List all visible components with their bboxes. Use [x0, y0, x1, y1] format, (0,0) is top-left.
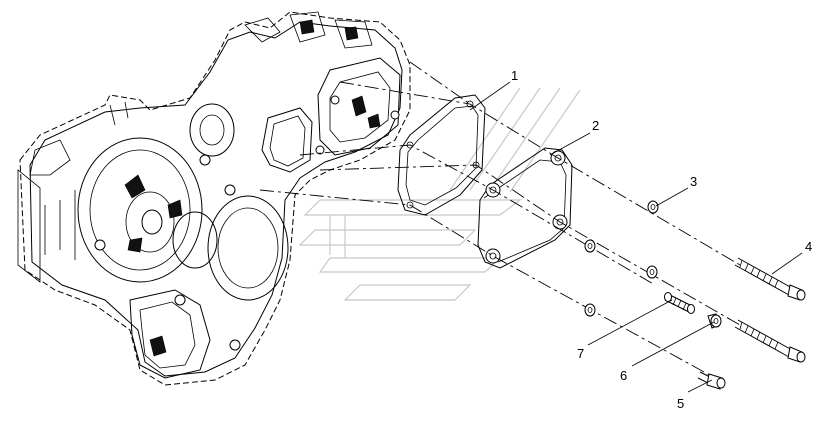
callout-labels: 1 2 3 4 5 6 7: [511, 68, 812, 411]
washers-part-3: [584, 200, 659, 317]
callout-4-label: 4: [805, 239, 812, 254]
callout-6-label: 6: [620, 368, 627, 383]
callout-2-label: 2: [592, 118, 599, 133]
gasket-part-1: [397, 94, 486, 216]
spacer-part-6: [707, 313, 722, 329]
long-bolts-part-4: [734, 257, 806, 363]
stud-part-7: [664, 292, 695, 314]
callout-7-label: 7: [577, 346, 584, 361]
gear-case-housing: [17, 11, 411, 386]
leader-lines: [469, 81, 803, 393]
short-bolt-part-5: [697, 371, 726, 390]
callout-5-label: 5: [677, 396, 684, 411]
callout-3-label: 3: [690, 174, 697, 189]
callout-1-label: 1: [511, 68, 518, 83]
cover-plate-part-2: [477, 147, 573, 269]
assembly-center-lines: [259, 61, 741, 379]
watermark-logo: [298, 87, 581, 301]
